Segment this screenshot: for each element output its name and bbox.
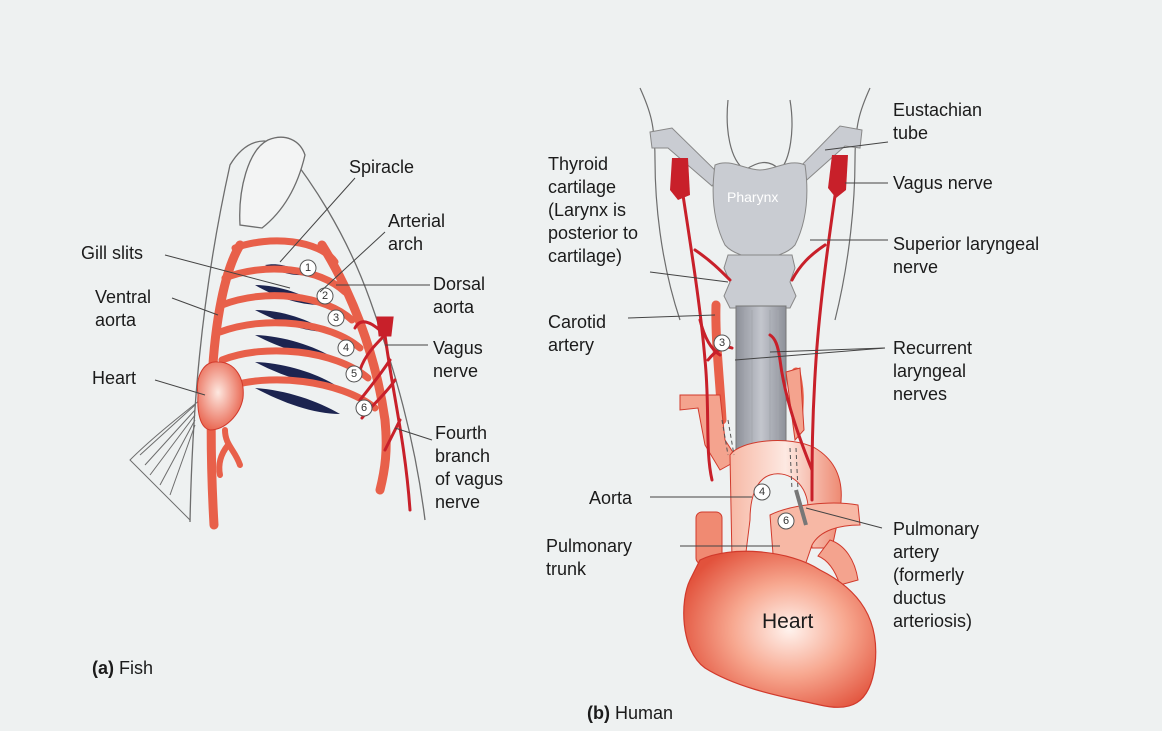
svg-text:4: 4 (759, 486, 765, 498)
caption-fish-letter: (a) (92, 658, 114, 678)
label-human-vagus-nerve: Vagus nerve (893, 172, 993, 195)
label-carotid-artery: Carotid artery (548, 311, 606, 357)
fish-arch-number-2: 2 (317, 288, 333, 304)
label-fish-vagus-nerve: Vagus nerve (433, 337, 483, 383)
label-pulmonary-trunk: Pulmonary trunk (546, 535, 632, 581)
label-gill-slits: Gill slits (81, 242, 143, 265)
caption-human-text: Human (615, 703, 673, 723)
svg-text:6: 6 (361, 402, 367, 414)
fish-snout-outline (240, 137, 305, 228)
fish-heart (197, 362, 243, 430)
human-diagram: 3 4 6 (628, 88, 888, 707)
fish-arch-number-5: 5 (346, 366, 362, 382)
fish-arch-number-4: 4 (338, 340, 354, 356)
caption-fish: (a) Fish (92, 657, 153, 680)
label-fourth-branch: Fourth branch of vagus nerve (435, 422, 503, 514)
fish-diagram: 1 2 3 4 5 6 (130, 137, 432, 525)
fish-arch-number-3: 3 (328, 310, 344, 326)
caption-fish-text: Fish (119, 658, 153, 678)
label-thyroid-cartilage: Thyroid cartilage (Larynx is posterior t… (548, 153, 638, 268)
fish-pectoral-fin (130, 400, 200, 520)
human-pharynx (713, 163, 807, 258)
label-recurrent-laryngeal-nerves: Recurrent laryngeal nerves (893, 337, 972, 406)
label-eustachian-tube: Eustachian tube (893, 99, 982, 145)
svg-text:3: 3 (333, 312, 339, 324)
fish-arch-number-1: 1 (300, 260, 316, 276)
label-spiracle: Spiracle (349, 156, 414, 179)
label-pulmonary-artery: Pulmonary artery (formerly ductus arteri… (893, 518, 979, 633)
fish-heart-vessels (219, 430, 240, 475)
caption-human: (b) Human (587, 702, 673, 725)
label-arterial-arch: Arterial arch (388, 210, 445, 256)
label-pharynx: Pharynx (727, 186, 778, 209)
svg-text:5: 5 (351, 368, 357, 380)
svg-text:2: 2 (322, 290, 328, 302)
label-dorsal-aorta: Dorsal aorta (433, 273, 485, 319)
caption-human-letter: (b) (587, 703, 610, 723)
human-arch-number-4: 4 (754, 484, 770, 500)
label-superior-laryngeal-nerve: Superior laryngeal nerve (893, 233, 1039, 279)
human-arch-number-6: 6 (778, 513, 794, 529)
human-thyroid-cartilage (724, 255, 796, 308)
svg-text:4: 4 (343, 342, 349, 354)
fish-arterial-arches (220, 241, 375, 408)
svg-text:3: 3 (719, 337, 725, 349)
fish-gill-slits (255, 264, 340, 414)
svg-text:6: 6 (783, 515, 789, 527)
label-aorta: Aorta (589, 487, 632, 510)
fish-arch-number-6: 6 (356, 400, 372, 416)
label-ventral-aorta: Ventral aorta (95, 286, 151, 332)
label-human-heart: Heart (762, 610, 813, 633)
human-arch-number-3: 3 (714, 335, 730, 351)
svg-text:1: 1 (305, 262, 311, 274)
label-fish-heart: Heart (92, 367, 136, 390)
